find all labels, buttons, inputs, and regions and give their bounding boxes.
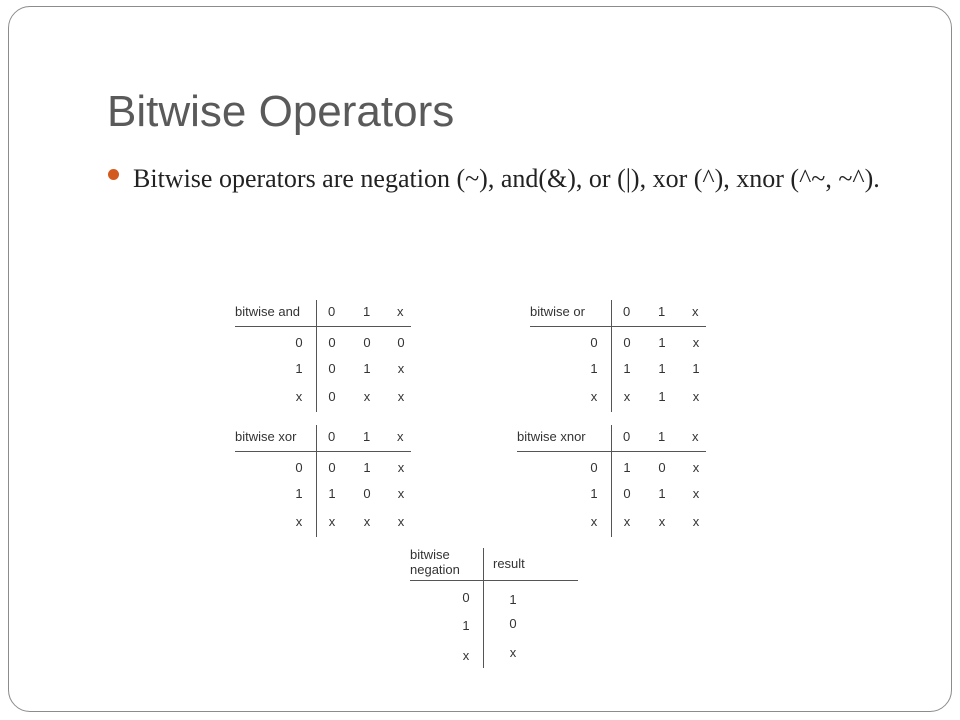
table-cell: x bbox=[397, 361, 405, 376]
table-cell: x bbox=[363, 389, 371, 404]
table-cell: 0 bbox=[363, 335, 371, 350]
table-bitwise-or: bitwise or 0 1 x 0 0 1 x 1 1 1 1 x x 1 x bbox=[530, 300, 710, 412]
table-cell: 0 bbox=[509, 616, 517, 631]
col-header: 0 bbox=[623, 429, 631, 444]
col-header: x bbox=[397, 429, 404, 444]
column-rule bbox=[316, 425, 317, 537]
row-header: 0 bbox=[462, 590, 470, 605]
row-header: x bbox=[590, 389, 598, 404]
table-cell: 1 bbox=[658, 361, 666, 376]
row-header: 0 bbox=[295, 460, 303, 475]
column-rule bbox=[611, 425, 612, 537]
table-cell: x bbox=[692, 486, 700, 501]
table-bitwise-xnor: bitwise xnor 0 1 x 0 1 0 x 1 0 1 x x x x… bbox=[517, 425, 712, 537]
table-cell: x bbox=[692, 389, 700, 404]
row-header: 1 bbox=[590, 486, 598, 501]
col-header: 1 bbox=[363, 304, 371, 319]
row-header: x bbox=[295, 389, 303, 404]
row-header: 1 bbox=[295, 361, 303, 376]
header-rule bbox=[530, 326, 706, 327]
table-bitwise-and: bitwise and 0 1 x 0 0 0 0 1 0 1 x x 0 x … bbox=[235, 300, 415, 412]
table-cell: x bbox=[397, 460, 405, 475]
col-header: 0 bbox=[328, 304, 336, 319]
table-cell: 1 bbox=[658, 486, 666, 501]
table-cell: x bbox=[397, 486, 405, 501]
row-header: x bbox=[295, 514, 303, 529]
table-bitwise-negation: bitwise negation result 0 1 1 0 x x bbox=[410, 548, 582, 668]
table-label: bitwise xor bbox=[235, 429, 297, 444]
column-rule bbox=[316, 300, 317, 412]
col-header: 0 bbox=[328, 429, 336, 444]
table-cell: 1 bbox=[692, 361, 700, 376]
row-header: 0 bbox=[295, 335, 303, 350]
header-rule bbox=[235, 326, 411, 327]
table-cell: 0 bbox=[328, 335, 336, 350]
table-label-line2: negation bbox=[410, 562, 460, 577]
header-rule bbox=[410, 580, 578, 581]
table-label: bitwise xnor bbox=[517, 429, 586, 444]
table-cell: 0 bbox=[623, 486, 631, 501]
table-cell: 0 bbox=[363, 486, 371, 501]
bullet-text: Bitwise operators are negation (~), and(… bbox=[133, 164, 880, 193]
col-header: 1 bbox=[658, 304, 666, 319]
table-cell: x bbox=[328, 514, 336, 529]
col-header: 0 bbox=[623, 304, 631, 319]
col-header: result bbox=[493, 556, 525, 571]
table-cell: x bbox=[623, 514, 631, 529]
table-cell: x bbox=[397, 514, 405, 529]
table-bitwise-xor: bitwise xor 0 1 x 0 0 1 x 1 1 0 x x x x … bbox=[235, 425, 415, 537]
table-label: bitwise and bbox=[235, 304, 301, 319]
table-cell: 1 bbox=[509, 592, 517, 607]
col-header: x bbox=[397, 304, 404, 319]
slide-frame bbox=[8, 6, 952, 712]
table-cell: x bbox=[692, 460, 700, 475]
table-cell: 0 bbox=[328, 389, 336, 404]
row-header: x bbox=[590, 514, 598, 529]
table-cell: 1 bbox=[623, 361, 631, 376]
col-header: 1 bbox=[363, 429, 371, 444]
table-cell: 1 bbox=[623, 460, 631, 475]
table-cell: x bbox=[363, 514, 371, 529]
row-header: 1 bbox=[590, 361, 598, 376]
table-cell: x bbox=[658, 514, 666, 529]
table-cell: x bbox=[692, 514, 700, 529]
bullet-marker bbox=[108, 169, 119, 180]
table-cell: 1 bbox=[328, 486, 336, 501]
col-header: x bbox=[692, 304, 699, 319]
table-cell: 0 bbox=[328, 361, 336, 376]
table-label: bitwise or bbox=[530, 304, 585, 319]
table-cell: 1 bbox=[363, 460, 371, 475]
table-cell: 0 bbox=[328, 460, 336, 475]
table-cell: x bbox=[509, 645, 517, 660]
table-cell: 0 bbox=[623, 335, 631, 350]
col-header: x bbox=[692, 429, 699, 444]
row-header: 0 bbox=[590, 335, 598, 350]
table-cell: x bbox=[623, 389, 631, 404]
table-cell: 0 bbox=[658, 460, 666, 475]
table-cell: x bbox=[692, 335, 700, 350]
row-header: 1 bbox=[295, 486, 303, 501]
col-header: 1 bbox=[658, 429, 666, 444]
table-cell: x bbox=[397, 389, 405, 404]
table-label-line1: bitwise bbox=[410, 547, 450, 562]
row-header: x bbox=[462, 648, 470, 663]
table-cell: 1 bbox=[658, 389, 666, 404]
table-cell: 1 bbox=[658, 335, 666, 350]
row-header: 1 bbox=[462, 618, 470, 633]
table-cell: 0 bbox=[397, 335, 405, 350]
header-rule bbox=[235, 451, 411, 452]
column-rule bbox=[483, 548, 484, 668]
column-rule bbox=[611, 300, 612, 412]
slide-title: Bitwise Operators bbox=[107, 87, 455, 136]
row-header: 0 bbox=[590, 460, 598, 475]
table-cell: 1 bbox=[363, 361, 371, 376]
